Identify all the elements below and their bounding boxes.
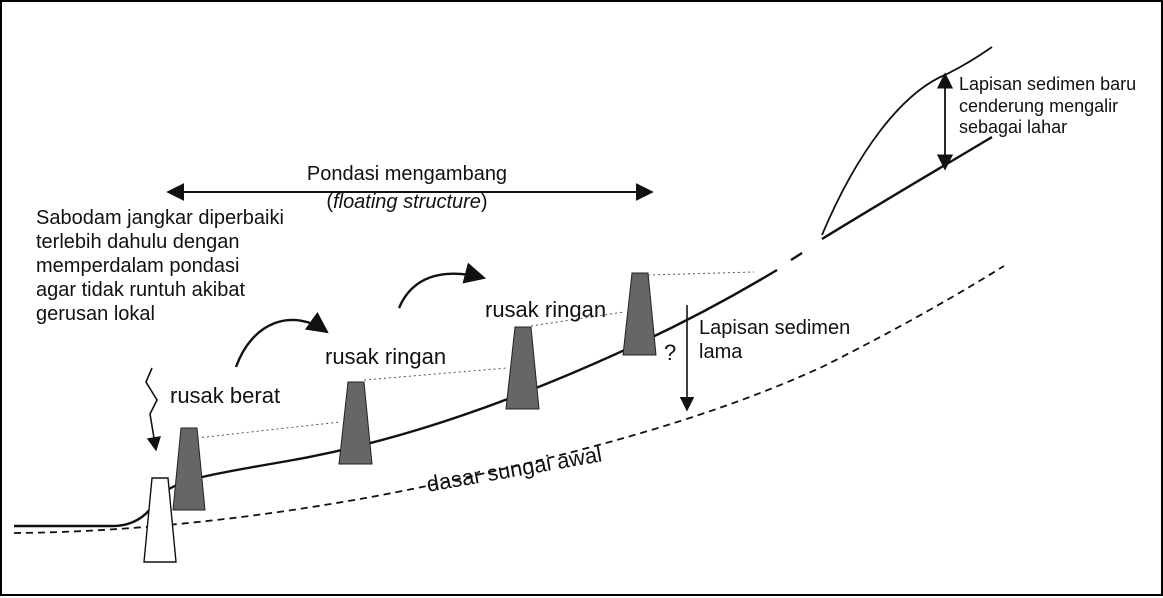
sediment-surface-line-upper	[790, 251, 803, 262]
new-sediment-base-line	[821, 135, 993, 241]
curved-arrow-1	[234, 311, 329, 368]
floating-title-text: Pondasi mengambang	[306, 163, 508, 185]
rusak-ringan-2-label: rusak ringan	[485, 297, 607, 322]
sabodam-rusak-ringan-2-shape	[505, 326, 540, 410]
sabodam-rusak-berat-shape	[172, 427, 206, 511]
sabodam-note-line: gerusan lokal	[36, 303, 155, 325]
old-sediment-line: lama	[699, 341, 743, 363]
sabodam-note-line: memperdalam pondasi	[36, 255, 240, 277]
new-sediment-label: Lapisan sedimen baru cenderung mengalir …	[959, 74, 1159, 139]
rusak-ringan-1-label: rusak ringan	[325, 344, 447, 369]
new-sediment-line: Lapisan sedimen baru	[959, 74, 1137, 94]
old-sediment-line: Lapisan sedimen	[699, 317, 851, 339]
rusak-berat-label: rusak berat	[170, 383, 281, 408]
paren-close: )	[480, 191, 488, 213]
level-line-1	[196, 421, 341, 439]
paren-open: (	[326, 191, 334, 213]
sabodam-note-line: Sabodam jangkar diperbaiki	[36, 207, 284, 229]
sabodam-note-line: terlebih dahulu dengan	[36, 231, 240, 253]
question-mark-label: ?	[664, 340, 677, 365]
old-sediment-label: Lapisan sedimen lama	[699, 316, 899, 364]
floating-structure-italic: floating structure	[333, 191, 481, 213]
sabodam-note: Sabodam jangkar diperbaiki terlebih dahu…	[36, 206, 296, 326]
sabodam-rusak-ringan-1-shape	[338, 381, 373, 465]
sabodam-note-line: agar tidak runtuh akibat	[36, 279, 246, 301]
anchor-sabodam-shape	[143, 477, 177, 563]
original-river-bed-line	[13, 265, 1005, 534]
new-sediment-line: sebagai lahar	[959, 117, 1068, 138]
lightning-pointer	[145, 367, 161, 452]
new-sediment-line: cenderung mengalir	[959, 95, 1119, 116]
floating-subtitle-label: (floating structure)	[302, 190, 512, 214]
sabodam-upper-shape	[622, 272, 657, 356]
new-sediment-top-line	[821, 46, 993, 236]
level-line-2	[363, 367, 508, 381]
level-line-4	[647, 271, 755, 276]
level-line-3	[530, 311, 625, 327]
curved-arrow-2	[397, 262, 487, 309]
floating-title-label: Pondasi mengambang	[302, 162, 512, 186]
